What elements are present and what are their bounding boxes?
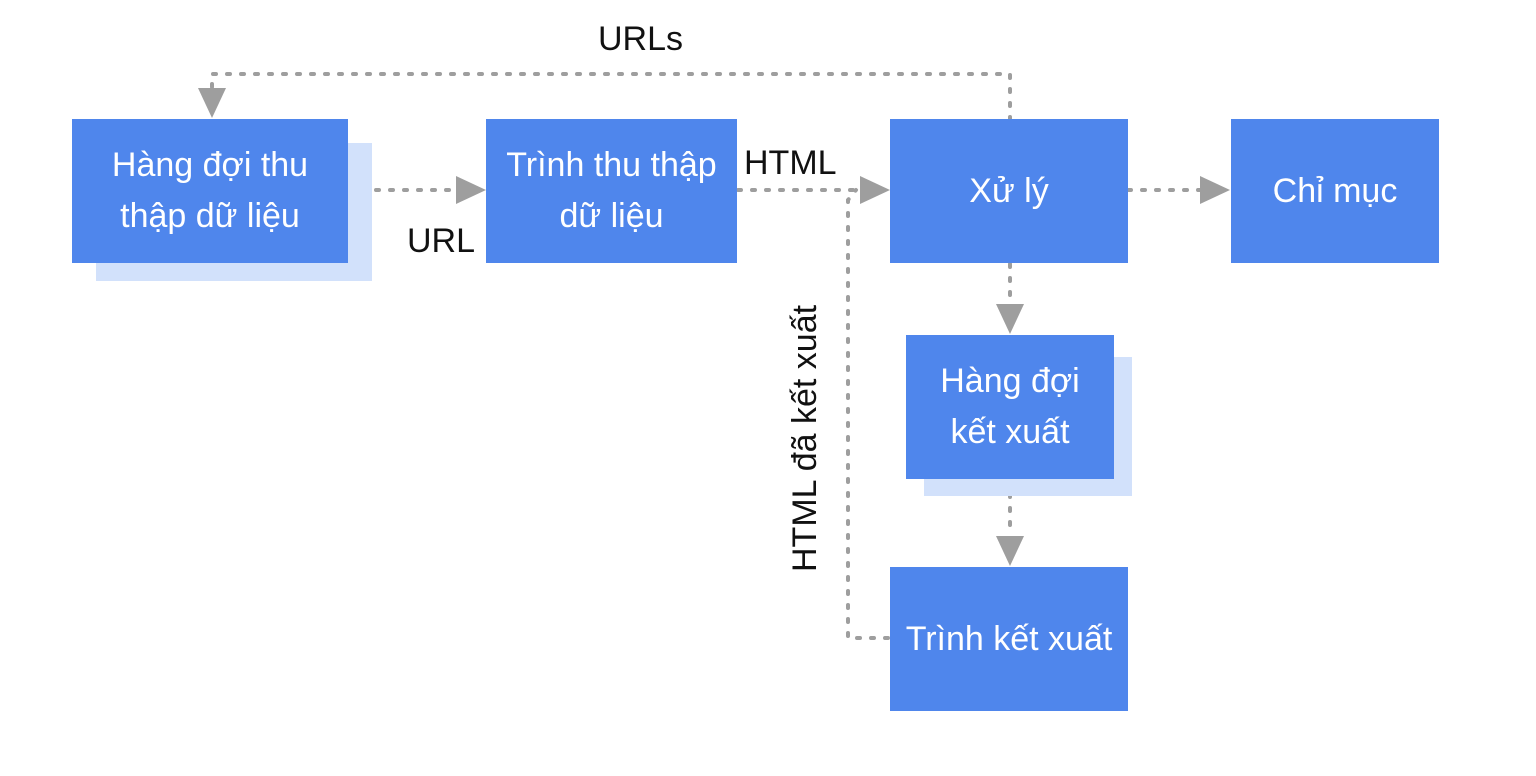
edge-label-urls: URLs [598,20,684,58]
arrowhead-to-renderer [996,536,1024,566]
processing-box: Xử lý [890,119,1128,263]
edge-urls-loop [210,72,1012,122]
arrowhead-to-render-queue [996,304,1024,334]
crawl-queue-box: Hàng đợi thu thập dữ liệu [72,119,348,263]
renderer-node: Trình kết xuất [890,567,1128,711]
renderer-box: Trình kết xuất [890,567,1128,711]
index-node: Chỉ mục [1231,119,1439,263]
arrowhead-urls-loop [198,88,226,118]
crawl-queue-label: Hàng đợi thu thập dữ liệu [111,146,309,235]
edge-rendered-html [846,188,890,640]
index-label: Chỉ mục [1272,171,1398,210]
render-queue-node: Hàng đợi kết xuất [906,335,1132,496]
crawler-node: Trình thu thập dữ liệu [486,119,737,263]
processing-node: Xử lý [890,119,1128,263]
renderer-label: Trình kết xuất [905,619,1113,658]
processing-label: Xử lý [969,171,1049,210]
edge-label-html: HTML [744,144,837,182]
index-box: Chỉ mục [1231,119,1439,263]
render-queue-box: Hàng đợi kết xuất [906,335,1114,479]
edge-label-url: URL [407,222,476,260]
arrowhead-to-index [1200,176,1230,204]
crawl-queue-node: Hàng đợi thu thập dữ liệu [72,119,372,281]
arrowhead-html [860,176,890,204]
edge-label-rendered-html: HTML đã kết xuất [786,304,824,572]
crawler-label: Trình thu thập dữ liệu [506,146,717,235]
render-queue-label: Hàng đợi kết xuất [940,362,1080,451]
crawler-box: Trình thu thập dữ liệu [486,119,737,263]
arrowhead-url [456,176,486,204]
